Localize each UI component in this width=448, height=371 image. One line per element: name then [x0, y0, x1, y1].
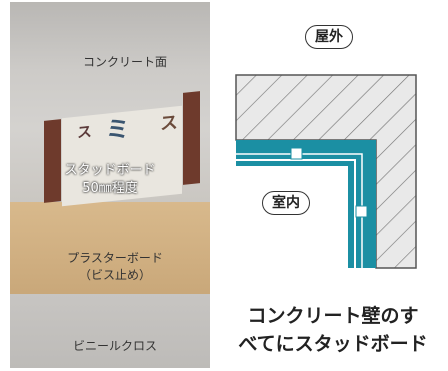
vinyl-cloth-label: ビニールクロス — [72, 339, 157, 353]
stud-board-label: スタッドボード 50㎜程度 — [10, 162, 210, 198]
plaster-board-label-line2: （ビス止め） — [78, 268, 151, 282]
fastener-marker — [355, 205, 368, 218]
concrete-label: コンクリート面 — [82, 55, 167, 69]
plaster-board-line — [236, 153, 363, 268]
caption-line1: コンクリート壁のす — [247, 305, 419, 327]
vinyl-cloth-surface — [10, 294, 210, 368]
outdoor-label: 屋外 — [305, 25, 353, 49]
plaster-board-label-line1: プラスターボード — [67, 251, 163, 265]
stud-board-label-line2: 50㎜程度 — [82, 181, 138, 196]
stud-board-label-line1: スタッドボード — [64, 163, 156, 178]
caption-line2: べてにスタッドボード — [238, 333, 428, 355]
concrete-wall — [235, 74, 417, 269]
fastener-marker — [290, 147, 303, 160]
plaster-board-line — [236, 159, 356, 268]
plaster-board-surface — [10, 202, 210, 302]
wall-photo: ス ミ ス コンクリート面 スタッドボード 50㎜程度 プラスターボード （ビス… — [10, 2, 210, 368]
plaster-board-label: プラスターボード （ビス止め） — [10, 250, 210, 284]
indoor-label: 室内 — [262, 191, 310, 215]
